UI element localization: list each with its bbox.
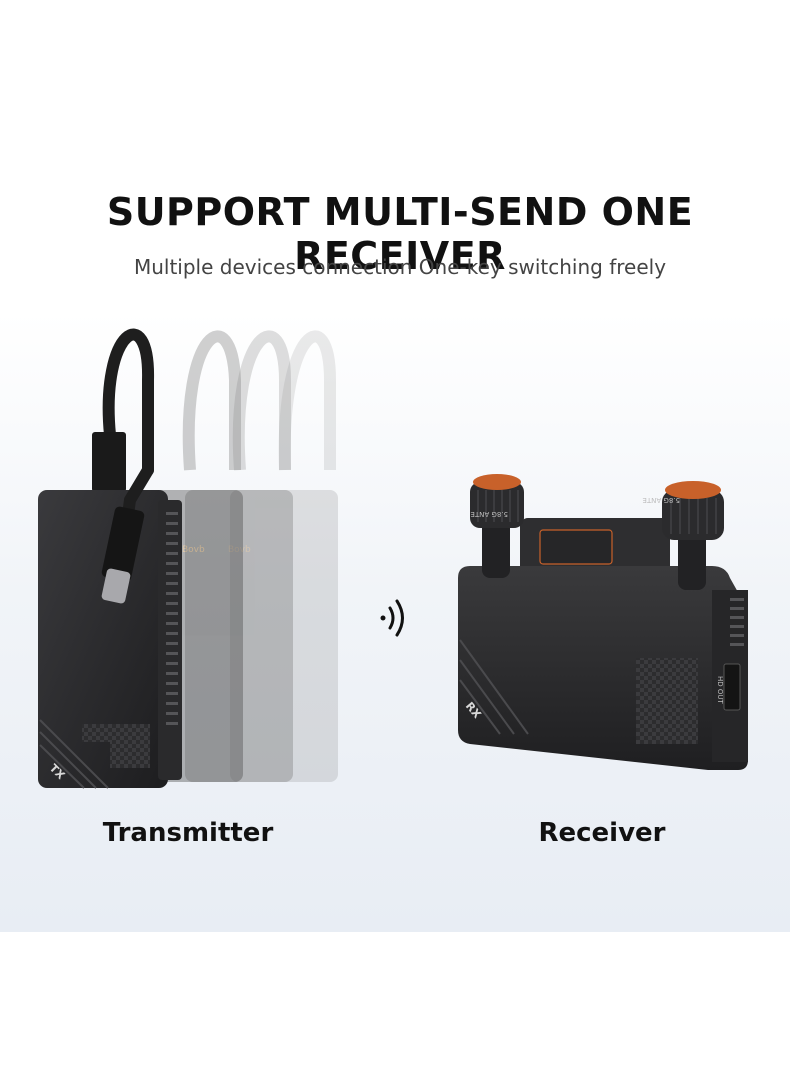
page-title: SUPPORT MULTI-SEND ONE RECEIVER	[106, 190, 694, 278]
receiver-device: HD OUT RX 5.8G ANTE	[458, 474, 748, 770]
ghost-brand-text-2: Bovb	[228, 545, 251, 555]
antenna-left: 5.8G ANTE	[470, 474, 524, 578]
wireless-signal-icon	[380, 599, 404, 637]
ghost-transmitter-2: Bovb	[185, 330, 293, 782]
hd-out-label: HD OUT	[716, 676, 724, 705]
page-subtitle: Multiple devices connection One-key swit…	[133, 255, 667, 279]
transmitter-label: Transmitter	[102, 818, 274, 848]
transmitter-device: TX	[38, 328, 182, 789]
ghost-brand-text-1: Bovb	[182, 545, 205, 555]
antenna-left-label: 5.8G ANTE	[470, 510, 508, 518]
receiver-label: Receiver	[538, 818, 666, 848]
antenna-right: 5.8G ANTE	[642, 481, 724, 590]
antenna-right-label: 5.8G ANTE	[642, 496, 680, 504]
ghost-transmitter-3	[230, 330, 338, 782]
